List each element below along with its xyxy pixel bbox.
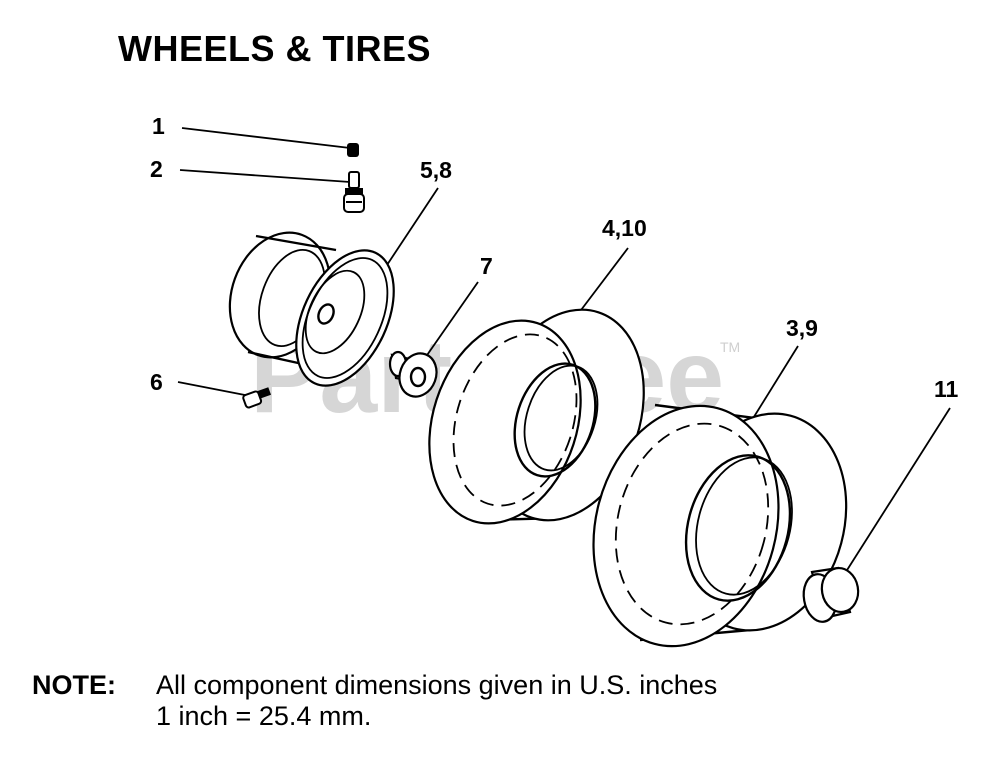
note-label: NOTE: <box>32 670 116 700</box>
callout-2: 2 <box>150 156 163 182</box>
valve-cap-part <box>347 143 359 157</box>
leader-lines <box>177 127 951 579</box>
valve-stem-part <box>343 171 365 213</box>
bushing-part <box>388 350 438 398</box>
callout-5-8: 5,8 <box>420 157 452 183</box>
note-line-2: 1 inch = 25.4 mm. <box>156 701 372 731</box>
callout-3-9: 3,9 <box>786 315 818 341</box>
wheel-rim-part <box>228 231 395 387</box>
hub-cap-part <box>802 566 860 623</box>
rear-tire-part <box>592 403 848 648</box>
callout-1: 1 <box>152 113 165 139</box>
note-line-1: All component dimensions given in U.S. i… <box>156 670 718 700</box>
callout-11: 11 <box>934 376 959 402</box>
trademark: TM <box>720 339 740 355</box>
bolt-part <box>242 387 272 409</box>
diagram-title: WHEELS & TIRES <box>118 28 432 69</box>
callout-6: 6 <box>150 369 163 395</box>
callout-7: 7 <box>480 253 493 279</box>
callout-4-10: 4,10 <box>602 215 647 241</box>
